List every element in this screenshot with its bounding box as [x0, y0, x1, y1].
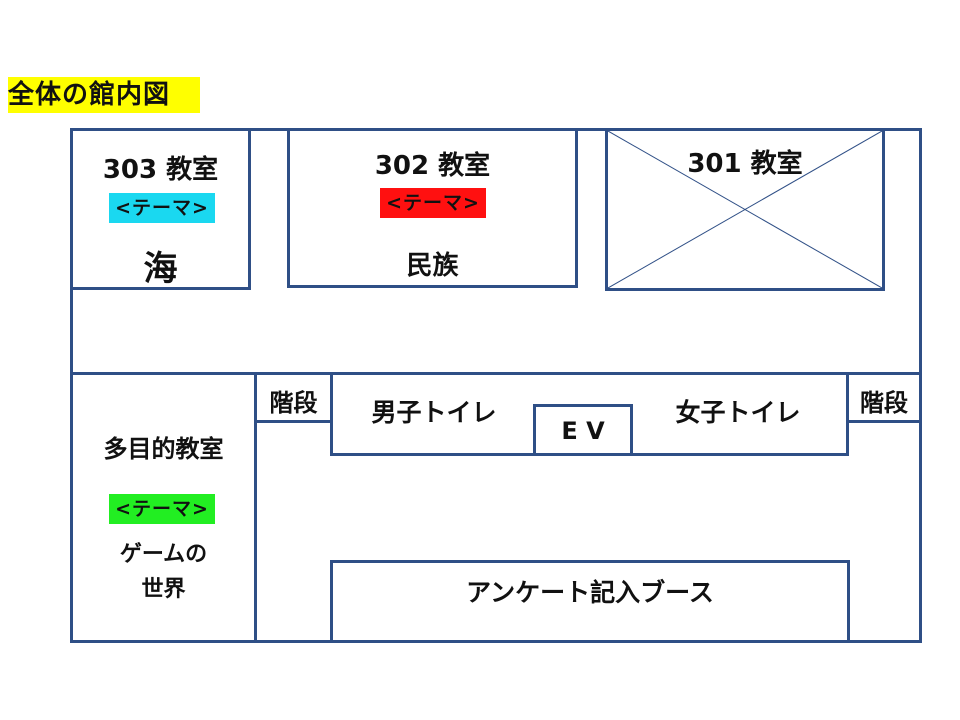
multipurpose-theme-line1: ゲームの: [119, 542, 208, 567]
room-302-theme: 民族: [406, 251, 459, 281]
corridor-wall: [254, 420, 257, 643]
room-303-theme: 海: [143, 249, 178, 289]
elevator-label: E V: [561, 417, 605, 445]
room-302-name: 302 教室: [374, 151, 491, 181]
room-multipurpose[interactable]: 多目的教室 <テーマ> ゲームの 世界: [70, 372, 257, 643]
survey-booth[interactable]: アンケート記入ブース: [330, 560, 850, 643]
room-301-cross-mark: [608, 131, 882, 288]
room-303-theme-tag: <テーマ>: [109, 193, 215, 223]
page-title: 全体の館内図: [8, 77, 200, 113]
room-303-name: 303 教室: [102, 155, 219, 185]
stairs-left-label: 階段: [269, 389, 318, 417]
stairs-right[interactable]: 階段: [846, 372, 922, 423]
mens-toilet-label: 男子トイレ: [371, 398, 497, 427]
stairs-right-label: 階段: [860, 389, 908, 417]
stairs-left[interactable]: 階段: [254, 372, 333, 423]
elevator[interactable]: E V: [533, 404, 633, 456]
room-302-theme-tag: <テーマ>: [380, 188, 486, 218]
room-303[interactable]: 303 教室 <テーマ> 海: [70, 128, 251, 290]
multipurpose-theme-line2: 世界: [141, 577, 186, 602]
room-301[interactable]: 301 教室: [605, 128, 885, 291]
womens-toilet-label: 女子トイレ: [675, 398, 801, 427]
room-301-name: 301 教室: [687, 149, 803, 179]
multipurpose-room-name: 多目的教室: [103, 435, 224, 463]
survey-booth-label: アンケート記入ブース: [466, 578, 714, 607]
room-302[interactable]: 302 教室 <テーマ> 民族: [287, 128, 578, 288]
multipurpose-theme-tag: <テーマ>: [109, 494, 215, 524]
